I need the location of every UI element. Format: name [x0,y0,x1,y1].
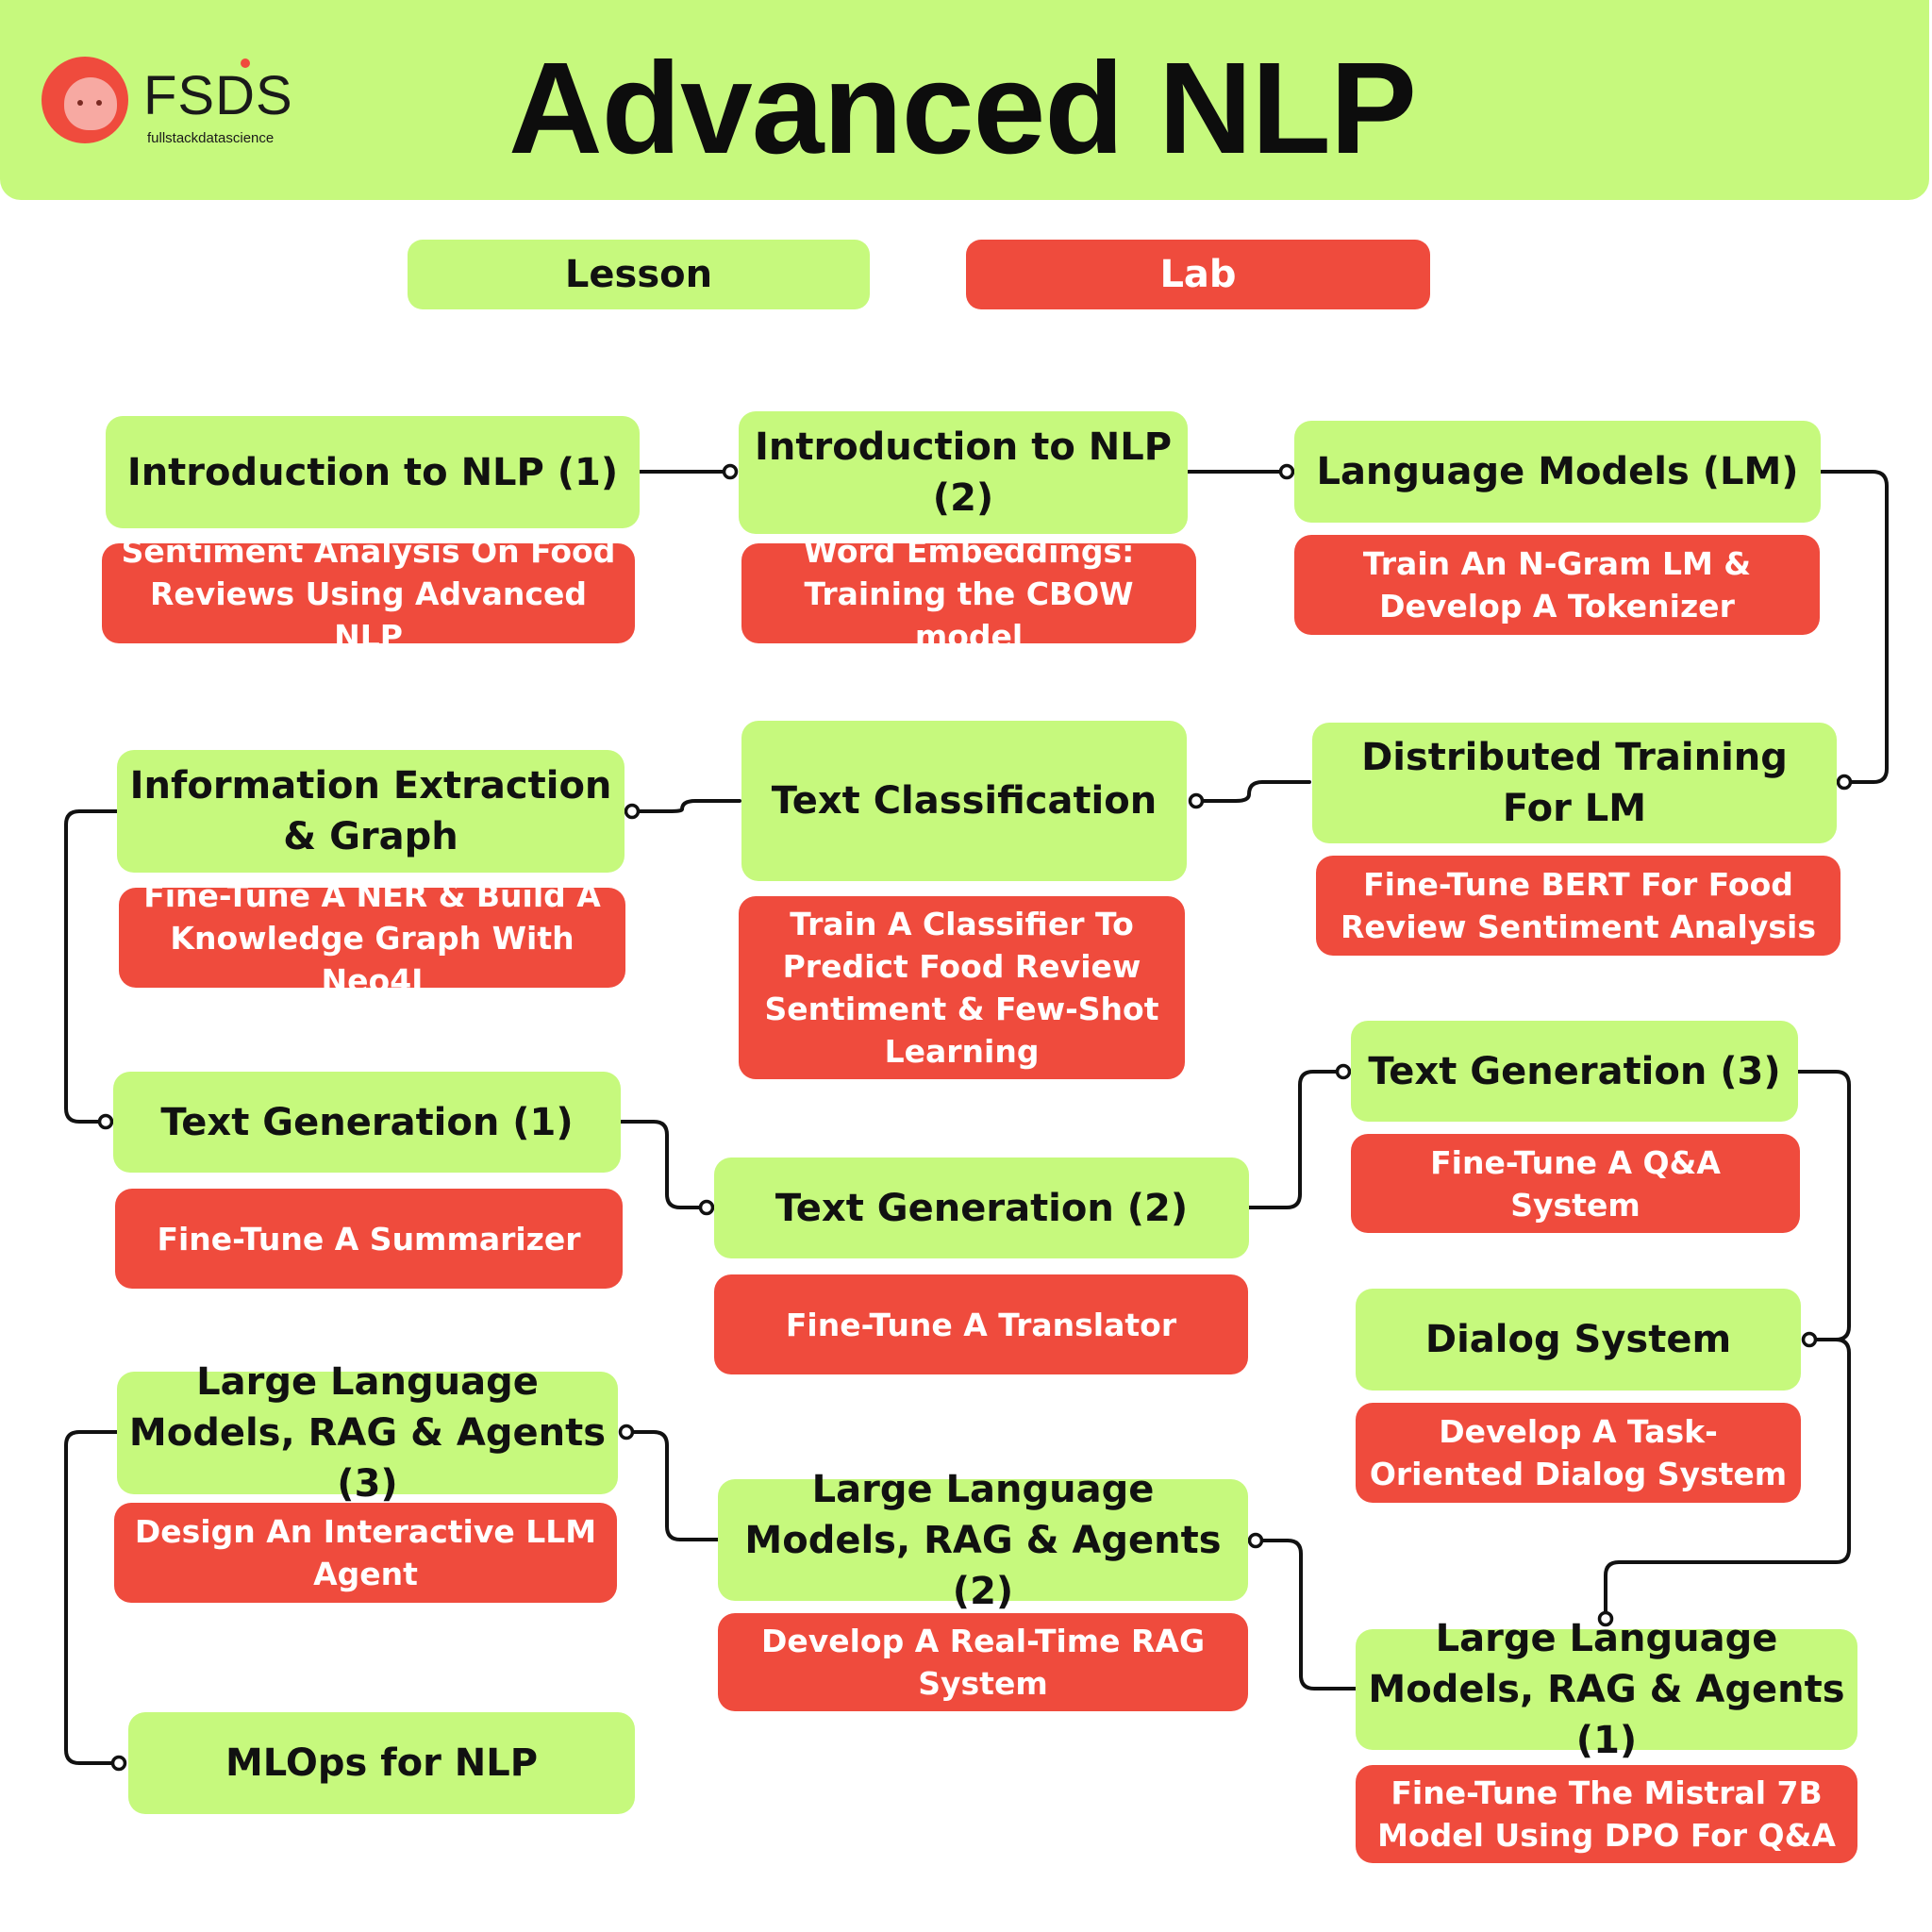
connector-dot [722,463,739,480]
connector-7-8 [619,1120,708,1209]
lab-interactive-llm-agent: Design An Interactive LLM Agent [114,1503,617,1603]
connector-dot [1247,1532,1264,1549]
lesson-language-models: Language Models (LM) [1294,421,1821,523]
connector-11-12 [1254,1539,1357,1690]
connector-dot [1278,463,1295,480]
connector-4-5 [1195,780,1311,803]
connector-dot [110,1755,127,1772]
lab-train-classifier-few-shot: Train A Classifier To Predict Food Revie… [739,896,1185,1079]
lesson-llm-rag-agents-1: Large Language Models, RAG & Agents (1) [1356,1617,1857,1762]
lesson-introduction-to-nlp-2: Introduction to NLP (2) [739,411,1188,534]
lab-fine-tune-mistral-dpo: Fine-Tune The Mistral 7B Model Using DPO… [1356,1765,1857,1863]
legend-lesson: Lesson [408,240,870,309]
connector-dot [1188,792,1205,809]
lesson-llm-rag-agents-3: Large Language Models, RAG & Agents (3) [117,1360,618,1506]
connector-dot [1801,1331,1818,1348]
lab-ngram-lm-tokenizer: Train An N-Gram LM & Develop A Tokenizer [1294,535,1820,635]
connector-dot [97,1113,114,1130]
lesson-text-classification: Text Classification [741,721,1187,881]
lab-fine-tune-bert: Fine-Tune BERT For Food Review Sentiment… [1316,856,1840,956]
lesson-dialog-system: Dialog System [1356,1289,1801,1391]
connector-6-7 [64,809,119,1124]
logo-wordmark: FSDS [143,65,293,126]
connector-12-13 [625,1430,720,1541]
lesson-text-generation-2: Text Generation (2) [714,1158,1249,1258]
lesson-information-extraction-graph: Information Extraction & Graph [117,750,625,873]
header-banner: FSDS fullstackdatascience Advanced NLP [0,0,1929,200]
connector-dot [1836,774,1853,791]
lesson-mlops-for-nlp: MLOps for NLP [128,1712,635,1814]
connector-9-10 [1796,1070,1851,1341]
lesson-introduction-to-nlp-1: Introduction to NLP (1) [106,416,640,528]
lab-fine-tune-summarizer: Fine-Tune A Summarizer [115,1189,623,1289]
lab-task-oriented-dialog-system: Develop A Task-Oriented Dialog System [1356,1403,1801,1503]
lesson-text-generation-3: Text Generation (3) [1351,1021,1798,1122]
logo-tagline: fullstackdatascience [147,130,275,146]
lab-real-time-rag-system: Develop A Real-Time RAG System [718,1613,1248,1711]
connector-dot [618,1424,635,1441]
connector-dot [698,1199,715,1216]
mascot-icon [42,57,128,143]
connector-8-9 [1247,1070,1345,1209]
connector-dot [1335,1063,1352,1080]
legend-lab: Lab [966,240,1430,309]
lesson-text-generation-1: Text Generation (1) [113,1072,621,1173]
lab-ner-knowledge-graph-neo4j: Fine-Tune A NER & Build A Knowledge Grap… [119,877,625,999]
connector-5-6 [630,799,741,813]
lesson-distributed-training-lm: Distributed Training For LM [1312,723,1837,843]
lab-fine-tune-qa-system: Fine-Tune A Q&A System [1351,1134,1800,1233]
lab-fine-tune-translator: Fine-Tune A Translator [714,1274,1248,1374]
fsds-logo: FSDS fullstackdatascience [42,57,296,151]
page-title: Advanced NLP [508,36,1417,181]
connector-dot [624,803,641,820]
lab-sentiment-analysis-food-reviews: Sentiment Analysis On Food Reviews Using… [102,533,635,655]
lab-word-embeddings-cbow: Word Embeddings: Training the CBOW model [741,533,1196,655]
connector-13-14 [64,1430,121,1765]
lesson-llm-rag-agents-2: Large Language Models, RAG & Agents (2) [718,1468,1248,1613]
